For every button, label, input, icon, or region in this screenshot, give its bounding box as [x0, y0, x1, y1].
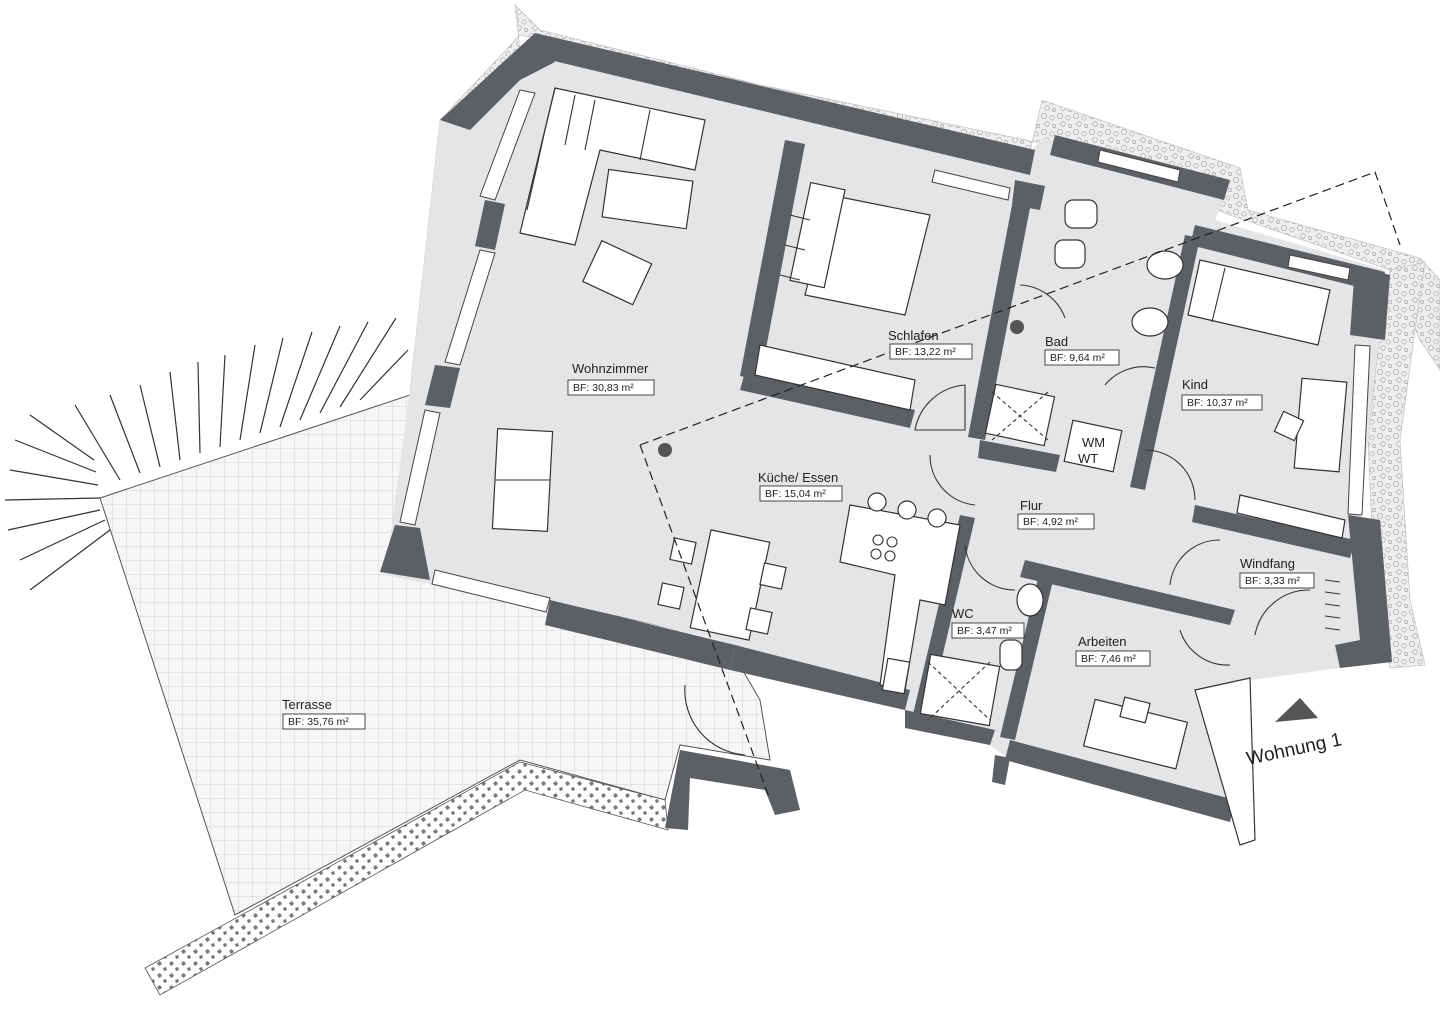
overhang-dashed-line-2 — [639, 444, 771, 801]
toilet-icon — [1064, 199, 1098, 229]
wardrobe — [754, 344, 916, 411]
column-marker — [658, 443, 672, 457]
svg-text:BF: 13,22 m²: BF: 13,22 m² — [895, 346, 956, 358]
svg-text:BF: 3,47 m²: BF: 3,47 m² — [957, 625, 1012, 637]
armchair — [582, 239, 653, 306]
svg-text:BF: 35,76 m²: BF: 35,76 m² — [288, 716, 349, 728]
svg-text:Küche/ Essen: Küche/ Essen — [758, 470, 838, 485]
shelf-kind — [1236, 494, 1346, 539]
unit-label: Wohnung 1 — [1245, 729, 1344, 770]
room-bad: Bad BF: 9,64 m² — [1044, 334, 1120, 366]
svg-text:Terrasse: Terrasse — [282, 697, 332, 712]
toilet-icon-2 — [1054, 239, 1086, 269]
room-kueche: Küche/ Essen BF: 15,04 m² — [758, 470, 843, 502]
svg-text:Kind: Kind — [1182, 377, 1208, 392]
svg-text:BF: 10,37 m²: BF: 10,37 m² — [1187, 397, 1248, 409]
room-schlafen: Schlafen BF: 13,22 m² — [888, 328, 973, 360]
windows — [399, 89, 1371, 613]
terrace — [4, 317, 771, 996]
coffee-table — [601, 168, 694, 230]
wc-sink — [1016, 583, 1044, 617]
bed-icon-kind — [1187, 259, 1331, 346]
sink-icon-2 — [1131, 307, 1169, 337]
column-marker-2 — [1010, 320, 1024, 334]
svg-text:BF: 7,46 m²: BF: 7,46 m² — [1081, 653, 1136, 665]
room-kind: Kind BF: 10,37 m² — [1181, 377, 1263, 411]
room-terrasse: Terrasse BF: 35,76 m² — [282, 697, 366, 730]
sink-icon — [1146, 250, 1184, 280]
stove-icon — [870, 534, 898, 562]
entrance-path — [1194, 677, 1256, 846]
windfang-hatch — [1324, 579, 1341, 631]
wc-shower — [919, 653, 1001, 727]
svg-text:BF: 15,04 m²: BF: 15,04 m² — [765, 488, 826, 500]
wc-toilet — [999, 639, 1023, 671]
chair-kind — [1273, 410, 1305, 442]
room-wc: WC BF: 3,47 m² — [951, 606, 1025, 639]
svg-text:Bad: Bad — [1045, 334, 1068, 349]
washer-box — [1063, 419, 1123, 473]
chair-arbeiten — [1119, 696, 1151, 724]
terrace-edge-hatching — [4, 317, 409, 591]
svg-text:Flur: Flur — [1020, 498, 1043, 513]
building-floor — [385, 35, 1390, 820]
bar-stools — [867, 492, 947, 528]
svg-text:WC: WC — [952, 606, 974, 621]
room-arbeiten: Arbeiten BF: 7,46 m² — [1075, 634, 1151, 667]
svg-text:BF: 30,83 m²: BF: 30,83 m² — [573, 382, 634, 394]
sofa-icon — [519, 87, 706, 246]
dining-chairs — [657, 537, 787, 635]
svg-text:BF: 3,33 m²: BF: 3,33 m² — [1245, 575, 1300, 587]
room-windfang: Windfang BF: 3,33 m² — [1239, 556, 1315, 589]
entrance-arrow-icon — [1275, 698, 1318, 722]
kitchen-sink — [881, 657, 911, 695]
svg-text:Arbeiten: Arbeiten — [1078, 634, 1126, 649]
svg-text:Windfang: Windfang — [1240, 556, 1295, 571]
svg-text:BF: 4,92 m²: BF: 4,92 m² — [1023, 516, 1078, 528]
svg-text:BF: 9,64 m²: BF: 9,64 m² — [1050, 352, 1105, 364]
dryer-label: WT — [1078, 451, 1098, 466]
svg-text:Wohnzimmer: Wohnzimmer — [572, 361, 649, 376]
washer-label: WM — [1082, 435, 1105, 450]
svg-text:Schlafen: Schlafen — [888, 328, 939, 343]
overhang-dashed-line — [639, 171, 1401, 446]
bed-icon — [779, 181, 931, 316]
room-wohnzimmer: Wohnzimmer BF: 30,83 m² — [567, 361, 655, 396]
room-flur: Flur BF: 4,92 m² — [1017, 498, 1095, 530]
door-swings — [684, 284, 1311, 756]
